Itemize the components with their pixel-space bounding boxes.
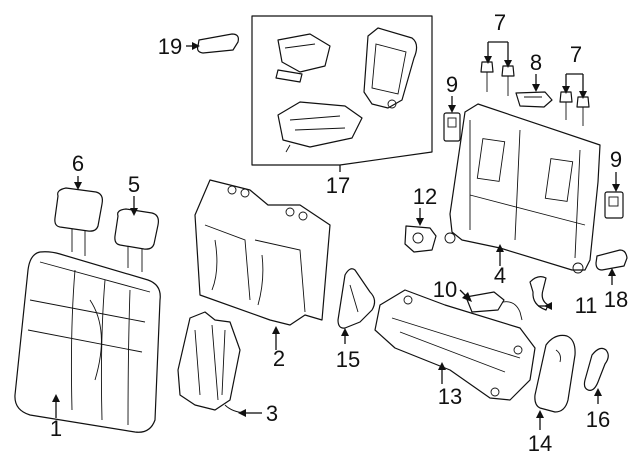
callout-2: 2 <box>273 346 285 371</box>
callout-14: 14 <box>528 431 552 456</box>
part-19-clip <box>196 33 239 54</box>
callout-10: 10 <box>433 277 457 302</box>
callout-7-left: 7 <box>494 10 506 35</box>
part-11-strap <box>529 276 549 311</box>
callout-19: 19 <box>158 34 182 59</box>
part-5-headrest <box>114 208 159 272</box>
callout-16: 16 <box>586 407 610 432</box>
part-17-kit-box <box>251 15 433 166</box>
part-8-clip <box>515 91 553 108</box>
callout-5: 5 <box>128 172 140 197</box>
part-7-bolts <box>480 61 590 126</box>
part-2-seat-back-frame <box>194 179 331 326</box>
part-3-cover-panel <box>177 311 246 414</box>
callout-13: 13 <box>438 384 462 409</box>
callout-18: 18 <box>604 287 628 312</box>
part-18-cover <box>595 249 628 271</box>
leader-lines <box>52 41 620 430</box>
part-12-latch <box>404 225 437 253</box>
callout-9-right: 9 <box>610 147 622 172</box>
part-15-side-trim <box>337 268 376 329</box>
callout-17: 17 <box>326 173 350 198</box>
callout-3: 3 <box>266 401 278 426</box>
callout-8: 8 <box>530 50 542 75</box>
callout-11: 11 <box>575 293 598 318</box>
part-9-bracket-left <box>443 112 461 142</box>
part-13-lower-frame <box>374 289 536 401</box>
callout-15: 15 <box>336 347 360 372</box>
callout-6: 6 <box>72 151 84 176</box>
part-6-headrest <box>54 187 103 256</box>
part-1-seat-back-cushion <box>14 251 161 433</box>
part-14-side-shield <box>534 334 576 413</box>
part-10-buckle <box>465 291 523 321</box>
part-4-rear-frame <box>444 103 601 274</box>
callout-7-right: 7 <box>570 42 582 67</box>
callout-12: 12 <box>413 184 437 209</box>
callout-9-left: 9 <box>446 72 458 97</box>
callout-1: 1 <box>50 416 62 441</box>
callout-labels: 1 2 3 4 5 6 7 7 8 9 9 10 11 12 13 14 15 … <box>50 10 628 456</box>
part-16-handle <box>583 347 609 391</box>
part-9-bracket-right <box>604 191 624 219</box>
callout-4: 4 <box>494 263 506 288</box>
